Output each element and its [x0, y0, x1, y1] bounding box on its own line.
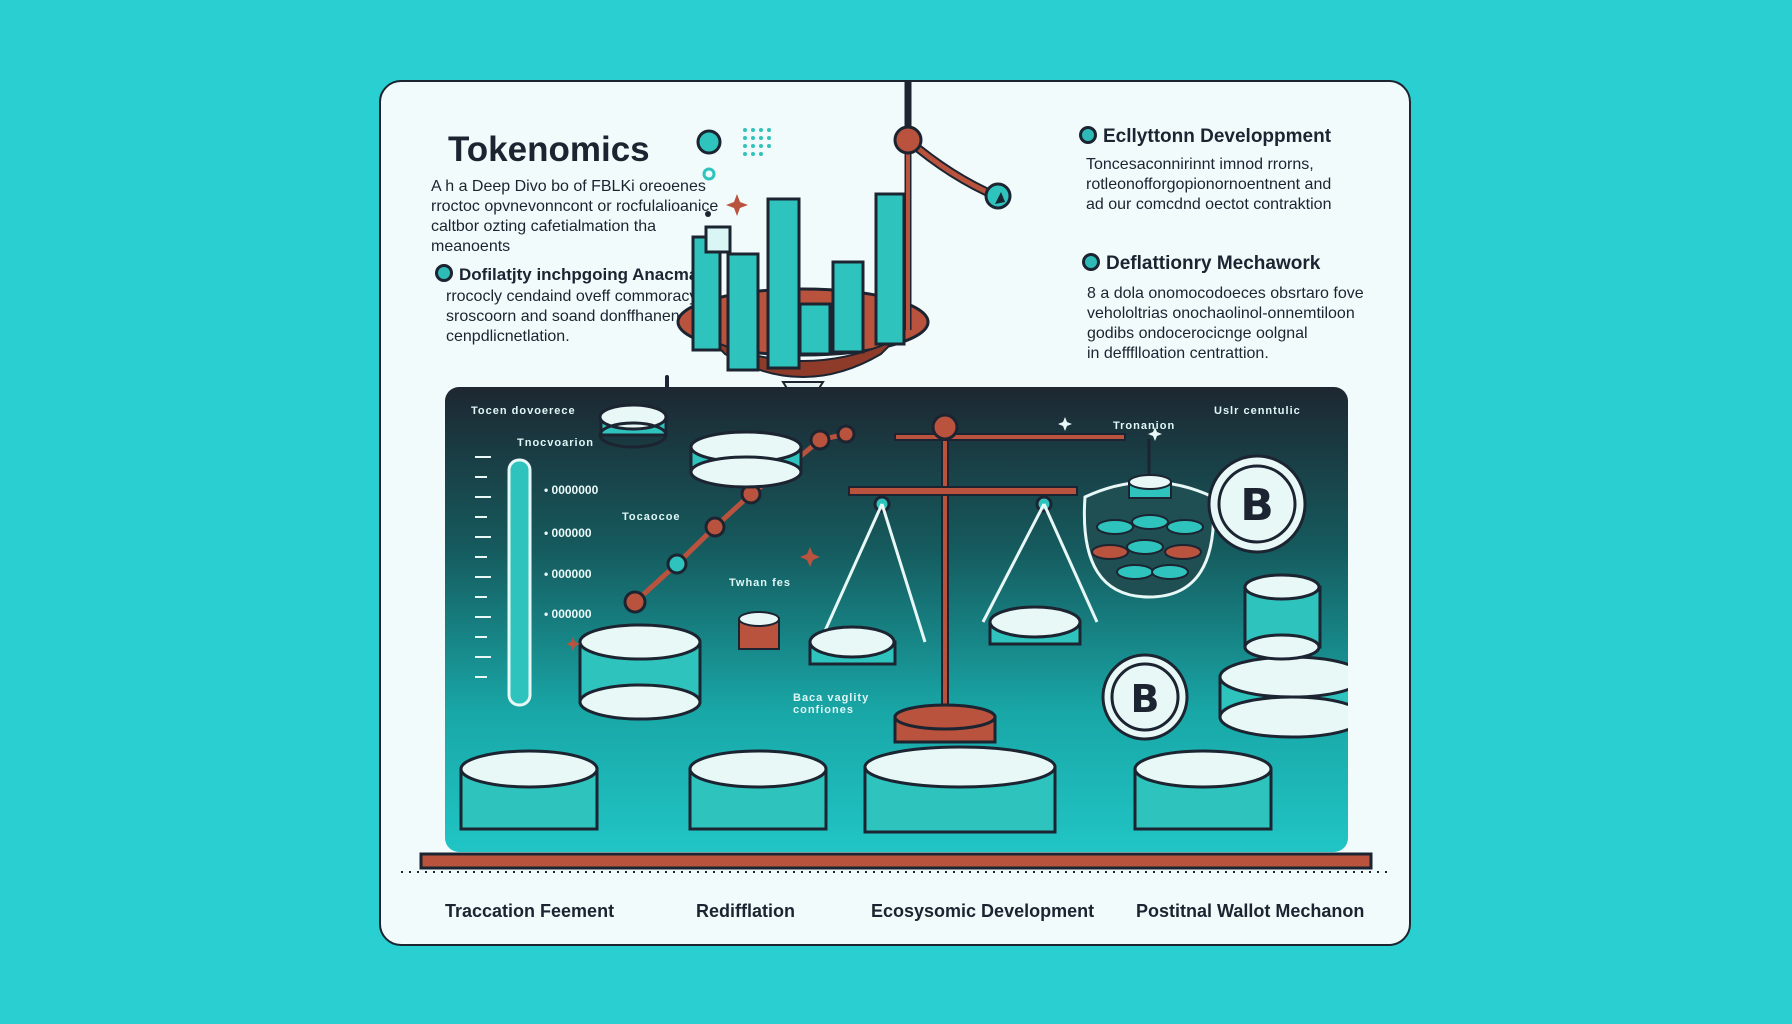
bitcoin-symbol-small: B — [1131, 677, 1160, 721]
gauge-tick-2: • 000000 — [544, 526, 592, 540]
left-section-body: rrococly cendaind oveff commoracy srosco… — [446, 288, 724, 345]
right-coin-stack — [1218, 573, 1348, 739]
page-title: Tokenomics — [448, 130, 650, 169]
gauge-tick-3: • 000000 — [544, 567, 592, 581]
left-coin-stack — [578, 623, 702, 721]
bitcoin-symbol-large: B — [1240, 480, 1274, 531]
right-top-heading-text: Ecllyttonn Developpment — [1103, 126, 1332, 147]
panel-label-transaction: Tronanion — [1113, 420, 1176, 432]
right-mid-heading-text: Deflattionry Mechawork — [1106, 253, 1321, 274]
left-section-heading: Dofilatjty inchpgoing Anacmand — [435, 264, 719, 285]
panel-label-top-right: Uslr cenntulic — [1214, 405, 1301, 417]
tokenomics-card: Tokenomics A h a Deep Divo bo of FBLKi o… — [379, 80, 1411, 946]
gauge-tick-1: • 0000000 — [544, 483, 599, 497]
left-section-heading-text: Dofilatjty inchpgoing Anacmand — [459, 265, 720, 284]
bullet-icon — [1079, 126, 1097, 144]
gauge-tick-4: • 000000 — [544, 607, 592, 621]
panel-illustration: B B — [459, 403, 1348, 834]
bitcoin-coin-small — [1101, 653, 1189, 741]
intro-text: A h a Deep Divo bo of FBLKi oreoenes rro… — [431, 178, 719, 255]
panel-label-fee: Twhan fes — [729, 577, 791, 589]
tokenomics-panel: B B — [445, 387, 1348, 852]
bullet-icon — [435, 264, 453, 282]
fee-coins — [738, 611, 780, 650]
bowl-arm — [893, 82, 1012, 330]
right-top-heading: Ecllyttonn Developpment — [1079, 126, 1331, 148]
balance-scale — [808, 413, 1126, 709]
growth-line — [623, 424, 856, 614]
footer-item-3: Ecosysomic Development — [871, 901, 1095, 921]
panel-label-mid: Tocaocoe — [622, 511, 681, 523]
panel-label-top-left: Tocen dovoerece — [471, 405, 576, 417]
bowl-bars — [691, 192, 906, 372]
bullet-icon — [1082, 253, 1100, 271]
right-mid-body: 8 a dola onomocodoeces obsrtaro fove veh… — [1087, 285, 1364, 362]
panel-sparkles — [566, 417, 1162, 651]
panel-label-back: Baca vaglity confiones — [793, 692, 870, 716]
right-mid-heading: Deflattionry Mechawork — [1082, 253, 1320, 275]
footer-item-4: Postitnal Wallot Mechanon — [1136, 901, 1365, 921]
supply-gauge — [475, 456, 532, 707]
bottom-coin-stacks — [459, 703, 1273, 834]
sparkle-dots — [696, 128, 771, 217]
right-top-body: Toncesaconnirinnt imnod rrorns, rotleono… — [1086, 156, 1332, 213]
coin-basket — [1082, 439, 1216, 599]
panel-label-gauge: Tnocvoarion — [517, 437, 595, 449]
bitcoin-coin-large — [1207, 454, 1307, 554]
footer-item-2: Redifflation — [696, 901, 795, 921]
floating-coins — [598, 403, 803, 489]
footer-item-1: Traccation Feement — [445, 901, 615, 921]
